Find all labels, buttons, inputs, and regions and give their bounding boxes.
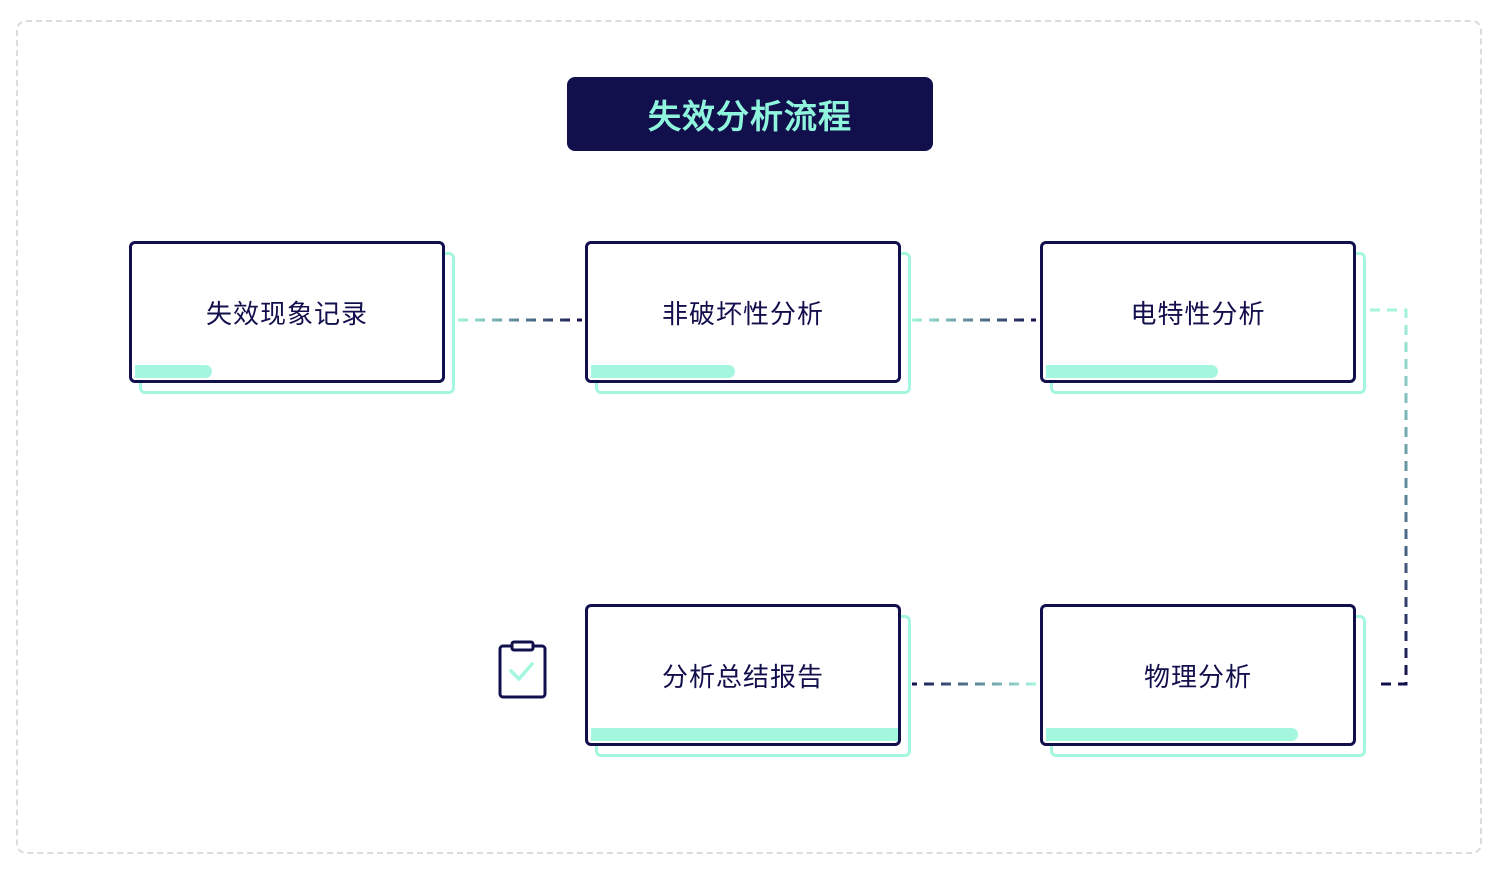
connector-electrical-to-physical	[1370, 308, 1408, 686]
node-card: 电特性分析	[1040, 241, 1356, 383]
diagram-title-text: 失效分析流程	[648, 97, 852, 136]
diagram-title: 失效分析流程	[567, 77, 933, 151]
node-progress-bar	[591, 365, 735, 378]
diagram-frame	[16, 20, 1482, 854]
node-label: 失效现象记录	[205, 299, 368, 330]
node-label: 分析总结报告	[661, 662, 824, 693]
node-label: 非破坏性分析	[661, 299, 824, 330]
node-progress-bar	[1046, 365, 1218, 378]
step-node-nondestructive: 非破坏性分析	[585, 241, 911, 394]
node-card: 分析总结报告	[585, 604, 901, 746]
node-progress-bar	[135, 365, 212, 378]
node-card: 物理分析	[1040, 604, 1356, 746]
clipboard-check-icon	[498, 640, 547, 699]
step-node-summary: 分析总结报告	[585, 604, 911, 757]
node-label: 电特性分析	[1130, 299, 1266, 330]
node-card: 非破坏性分析	[585, 241, 901, 383]
step-node-physical: 物理分析	[1040, 604, 1366, 757]
node-progress-bar	[1046, 728, 1298, 741]
step-node-electrical: 电特性分析	[1040, 241, 1366, 394]
step-node-record: 失效现象记录	[129, 241, 455, 394]
node-card: 失效现象记录	[129, 241, 445, 383]
node-progress-bar	[591, 728, 898, 741]
node-label: 物理分析	[1143, 662, 1252, 693]
